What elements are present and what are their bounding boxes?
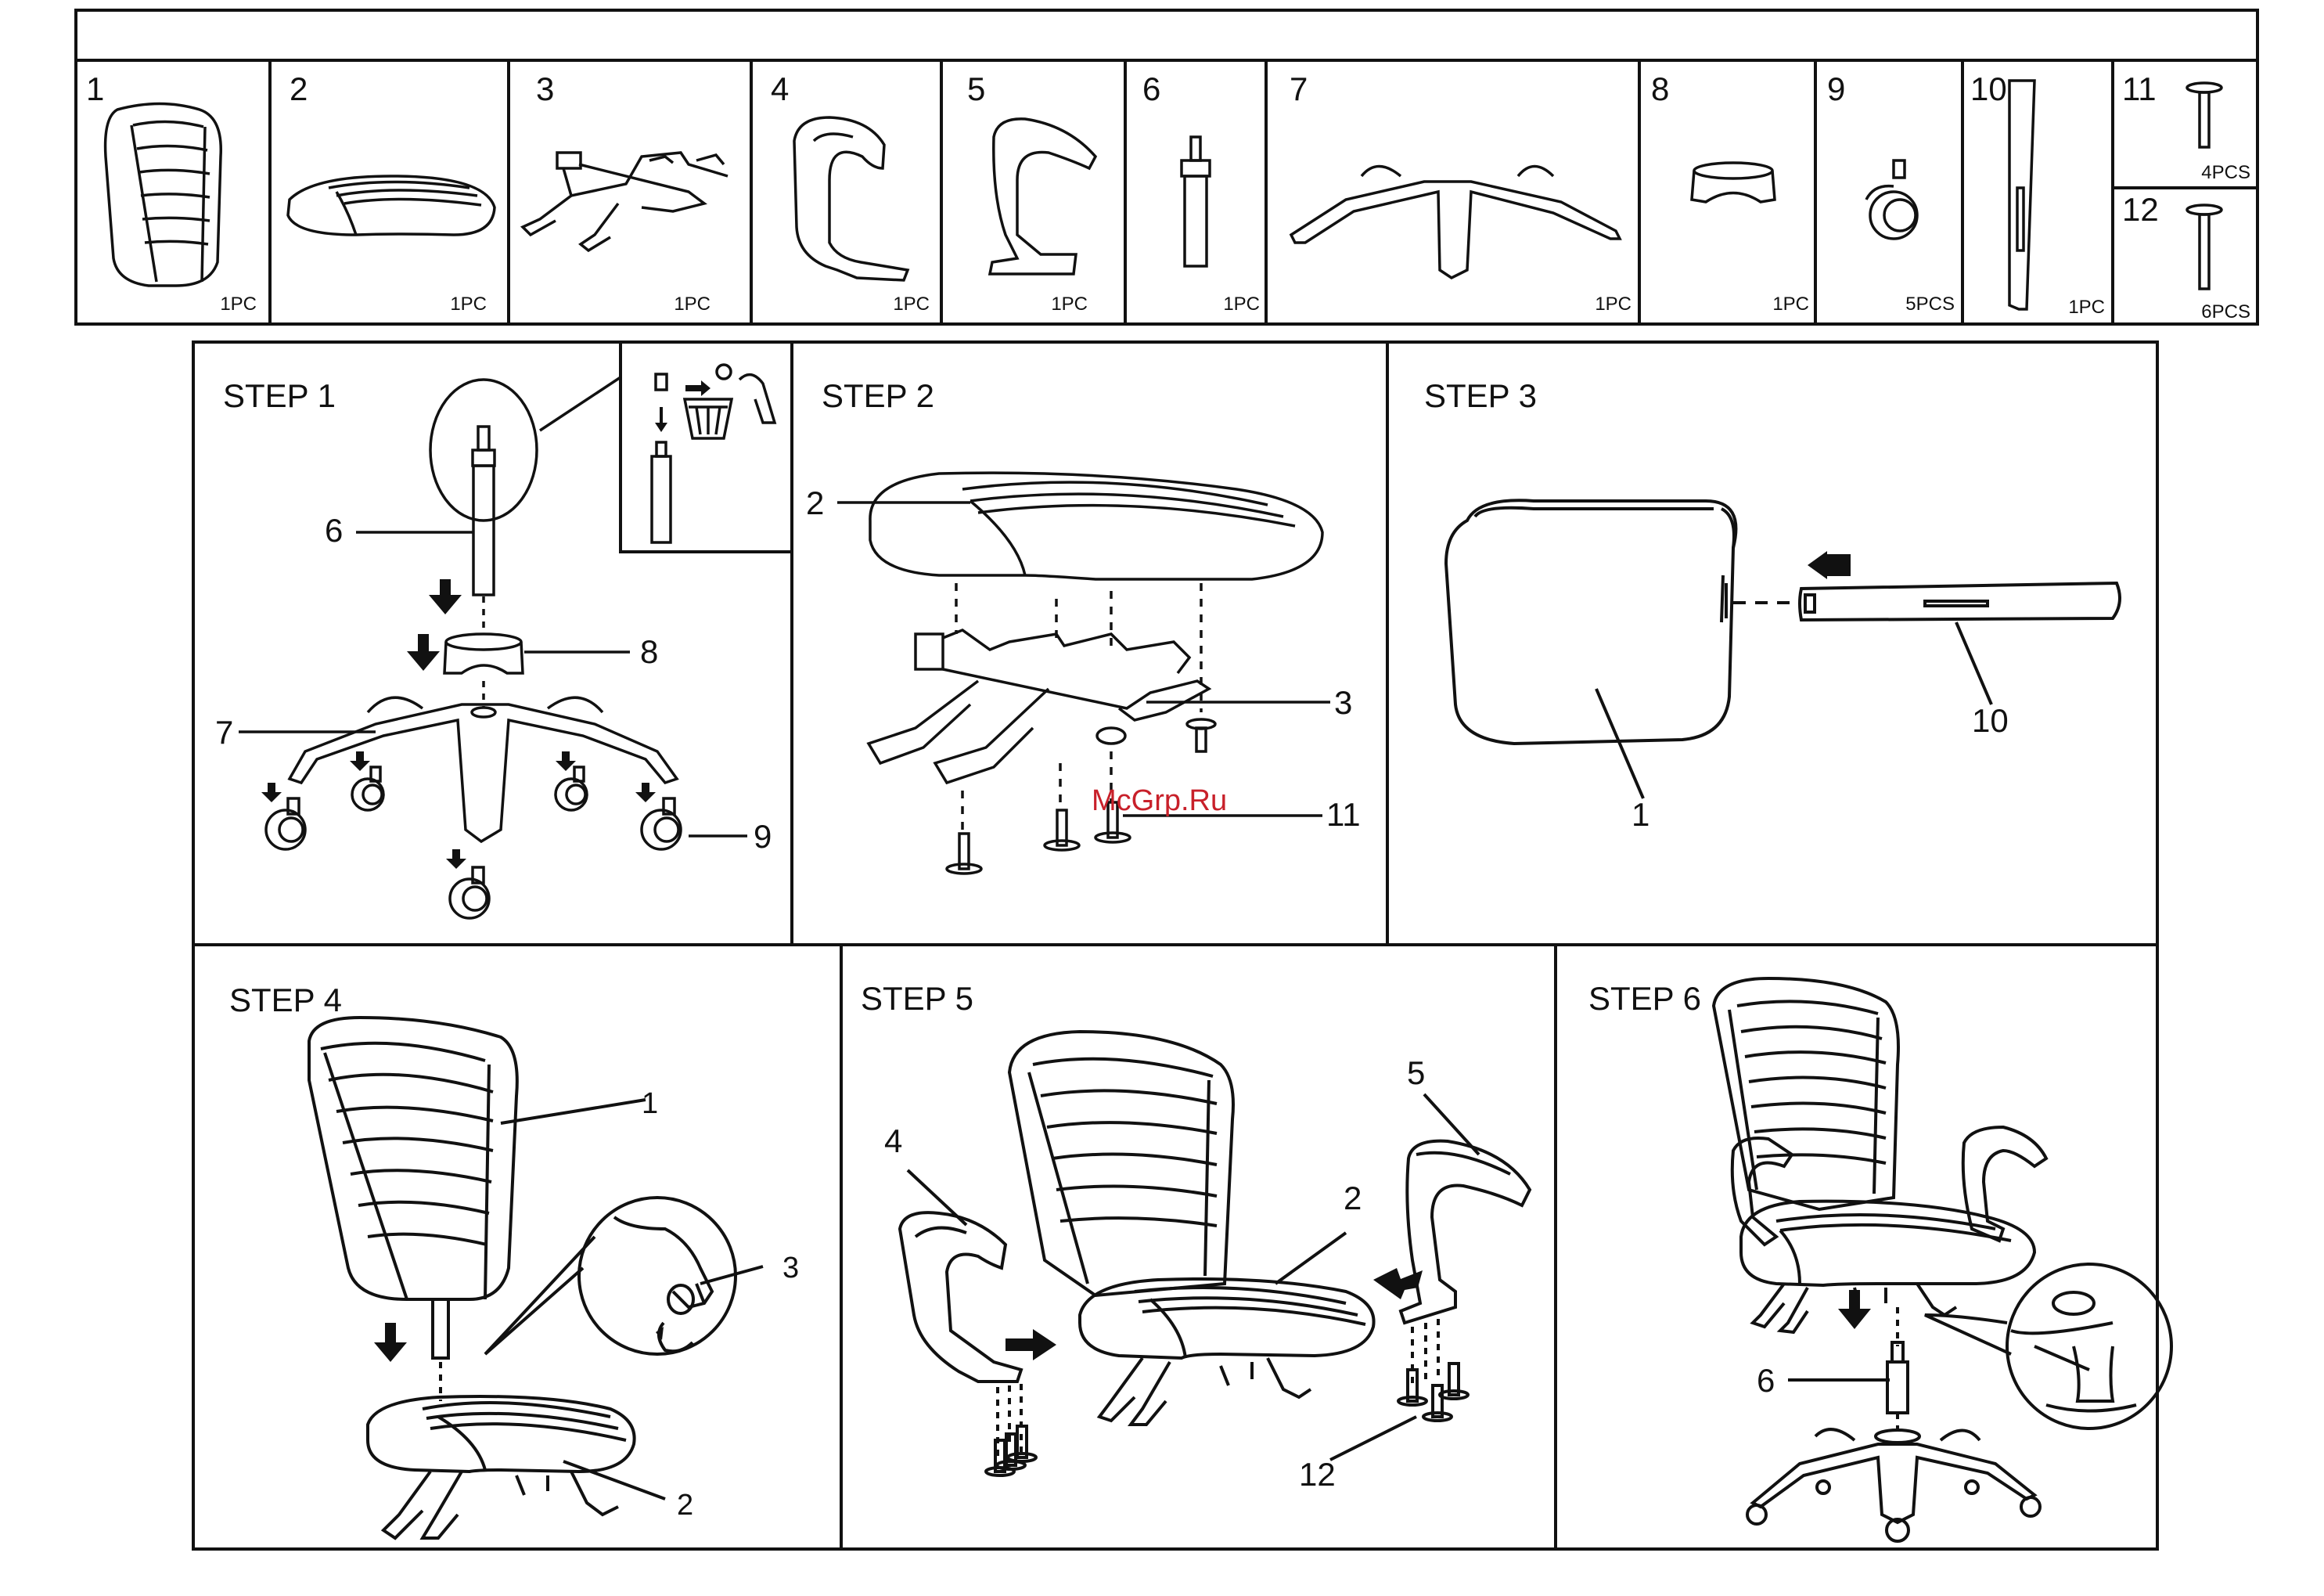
part-7-qty: 1PC <box>1595 294 1631 315</box>
step6-title: STEP 6 <box>1588 980 1701 1017</box>
short-bolt-icon <box>2187 83 2221 147</box>
step1-callout-9: 9 <box>754 818 772 855</box>
part-9-number: 9 <box>1827 70 1845 107</box>
part-8-qty: 1PC <box>1772 294 1809 315</box>
part-5-number: 5 <box>967 70 985 107</box>
step4-title: STEP 4 <box>229 982 342 1018</box>
step5-illustration <box>900 1032 1530 1475</box>
step3-callout-1: 1 <box>1631 796 1649 833</box>
part-1-qty: 1PC <box>220 294 257 315</box>
part-3-number: 3 <box>536 70 554 107</box>
step2-illustration <box>837 473 1330 874</box>
part-1-number: 1 <box>86 70 104 107</box>
part-11-qty: 4PCS <box>2201 162 2250 183</box>
part-7-number: 7 <box>1290 70 1308 107</box>
step5-callout-2: 2 <box>1344 1180 1362 1216</box>
step4-callout-1: 1 <box>642 1087 658 1120</box>
cylinder-cover-icon <box>1692 163 1775 202</box>
part-12-number: 12 <box>2122 191 2159 228</box>
gas-cylinder-icon <box>1182 137 1210 266</box>
part-11-number: 11 <box>2122 70 2157 107</box>
step4-callout-3: 3 <box>782 1252 799 1284</box>
part-6-number: 6 <box>1142 70 1160 107</box>
step2-callout-11: 11 <box>1326 796 1361 833</box>
backrest-icon <box>106 104 221 286</box>
step5-callout-12: 12 <box>1299 1456 1336 1493</box>
step2-callout-2: 2 <box>806 485 824 521</box>
step5-callout-5: 5 <box>1407 1054 1425 1091</box>
part-4-number: 4 <box>771 70 789 107</box>
part-9-qty: 5PCS <box>1905 294 1955 315</box>
step2-title: STEP 2 <box>822 377 934 414</box>
step5-callout-4: 4 <box>884 1122 902 1159</box>
step1-title: STEP 1 <box>223 377 336 414</box>
part-10-number: 10 <box>1970 70 2007 107</box>
part-12-qty: 6PCS <box>2201 301 2250 322</box>
step3-title: STEP 3 <box>1424 377 1537 414</box>
watermark: McGrp.Ru <box>1092 784 1227 817</box>
part-2-qty: 1PC <box>450 294 487 315</box>
long-bolt-icon <box>2187 205 2221 289</box>
part-10-qty: 1PC <box>2068 297 2105 318</box>
back-connector-bar-icon <box>2009 81 2034 309</box>
five-star-base-icon <box>1291 167 1620 279</box>
seat-mechanism-icon <box>523 153 728 250</box>
part-4-qty: 1PC <box>893 294 930 315</box>
part-5-qty: 1PC <box>1051 294 1088 315</box>
step2-callout-3: 3 <box>1334 684 1352 721</box>
right-armrest-icon <box>990 119 1095 274</box>
svg-text:McGrp.Ru: McGrp.Ru <box>1092 784 1227 817</box>
part-6-qty: 1PC <box>1223 294 1260 315</box>
step1-callout-8: 8 <box>640 633 658 670</box>
part-2-number: 2 <box>290 70 308 107</box>
part-3-qty: 1PC <box>674 294 711 315</box>
step3-illustration <box>1446 500 2120 798</box>
step4-illustration <box>309 1018 763 1538</box>
caster-wheel-icon <box>1866 160 1917 239</box>
step1-callout-7: 7 <box>215 714 233 751</box>
left-armrest-icon <box>794 117 908 280</box>
step6-callout-6: 6 <box>1757 1362 1775 1399</box>
step1-callout-6: 6 <box>325 512 343 549</box>
seat-cushion-icon <box>288 176 495 235</box>
step5-title: STEP 5 <box>861 980 973 1017</box>
step4-callout-2: 2 <box>677 1489 693 1522</box>
step6-illustration <box>1714 978 2171 1541</box>
part-8-number: 8 <box>1651 70 1669 107</box>
step1-illustration <box>239 365 775 918</box>
parts-table-frame <box>76 10 2257 324</box>
step3-callout-10: 10 <box>1972 702 2009 739</box>
